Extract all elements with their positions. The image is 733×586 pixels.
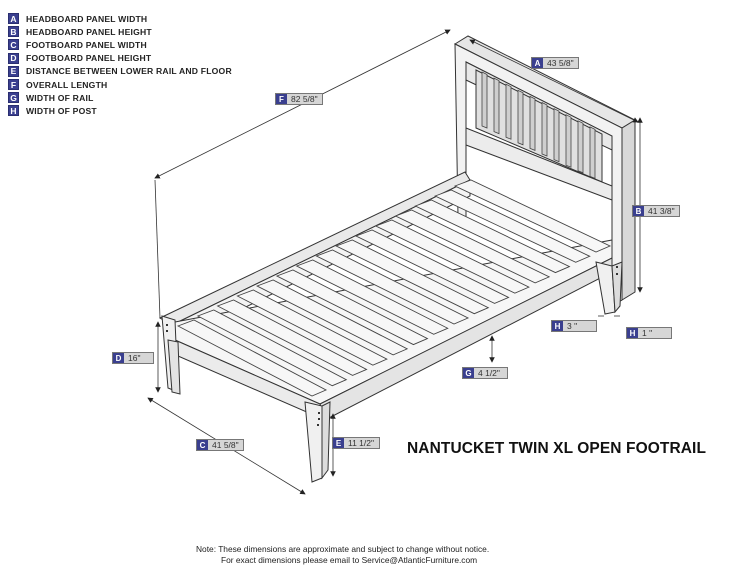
- bolt-mark: [616, 273, 618, 275]
- slat: [295, 259, 449, 335]
- slat: [256, 279, 409, 356]
- slat: [414, 199, 571, 274]
- dimension-legend: A HEADBOARD PANEL WIDTH B HEADBOARD PANEL H…: [8, 12, 232, 118]
- bolt-mark: [616, 266, 618, 268]
- headboard-slat: [517, 89, 524, 146]
- legend-item: A HEADBOARD PANEL WIDTH: [8, 12, 232, 25]
- bolt-mark: [166, 324, 168, 326]
- legs: [161, 261, 623, 483]
- bed-slats: [176, 179, 612, 397]
- bolt-mark: [166, 330, 168, 332]
- slat: [216, 299, 368, 376]
- slat: [394, 209, 551, 284]
- bolt-mark: [318, 412, 320, 414]
- legend-label: HEADBOARD PANEL WIDTH: [26, 13, 148, 24]
- legend-key-badge: B: [8, 26, 19, 38]
- legend-key-badge: A: [8, 13, 19, 25]
- legend-key-badge: G: [8, 92, 19, 104]
- legend-label: HEADBOARD PANEL HEIGHT: [26, 26, 152, 37]
- product-title: NANTUCKET TWIN XL OPEN FOOTRAIL: [407, 440, 707, 457]
- bolt-mark: [318, 418, 320, 420]
- legend-key-badge: F: [8, 79, 19, 91]
- legend-key-badge: E: [8, 65, 19, 77]
- headboard-slat: [565, 114, 572, 168]
- slat: [236, 289, 388, 366]
- slat: [453, 179, 612, 253]
- legend-label: WIDTH OF RAIL: [26, 92, 94, 103]
- legend-label: FOOTBOARD PANEL HEIGHT: [26, 53, 152, 64]
- legend-key-badge: C: [8, 39, 19, 51]
- legend-label: OVERALL LENGTH: [26, 79, 108, 90]
- bolt-mark: [317, 424, 319, 426]
- headboard-slat: [589, 126, 596, 179]
- slat: [275, 269, 429, 346]
- headboard-slat: [541, 101, 548, 157]
- legend-item: B HEADBOARD PANEL HEIGHT: [8, 25, 232, 38]
- frame-detail-marks: [166, 266, 618, 426]
- legend-key-badge: H: [8, 105, 19, 117]
- slat: [434, 189, 591, 263]
- note-line-2: For exact dimensions please email to Ser…: [221, 555, 478, 565]
- legend-item: C FOOTBOARD PANEL WIDTH: [8, 38, 232, 51]
- headboard-slat: [577, 120, 584, 174]
- legend-item: H WIDTH OF POST: [8, 104, 232, 117]
- legend-label: DISTANCE BETWEEN LOWER RAIL AND FLOOR: [26, 66, 232, 77]
- legend-item: D FOOTBOARD PANEL HEIGHT: [8, 52, 232, 65]
- headboard-slat: [553, 107, 560, 163]
- slat: [176, 319, 328, 397]
- legend-item: G WIDTH OF RAIL: [8, 91, 232, 104]
- bed-frame: [158, 171, 613, 421]
- slat: [335, 239, 490, 315]
- disclaimer-note: Note: These dimensions are approximate a…: [196, 544, 489, 566]
- legend-key-badge: D: [8, 52, 19, 64]
- headboard-slat: [481, 71, 488, 129]
- legend-label: FOOTBOARD PANEL WIDTH: [26, 39, 147, 50]
- legend-item: F OVERALL LENGTH: [8, 78, 232, 91]
- note-line-1: Note: These dimensions are approximate a…: [196, 544, 490, 554]
- legend-label: WIDTH OF POST: [26, 105, 97, 116]
- headboard-slat: [505, 83, 512, 140]
- headboard-slat: [529, 95, 536, 151]
- slat: [196, 309, 348, 387]
- slat: [374, 219, 530, 294]
- legend-item: E DISTANCE BETWEEN LOWER RAIL AND FLOOR: [8, 65, 232, 78]
- slat: [315, 249, 470, 325]
- headboard-slat: [493, 77, 500, 135]
- slat: [354, 229, 510, 304]
